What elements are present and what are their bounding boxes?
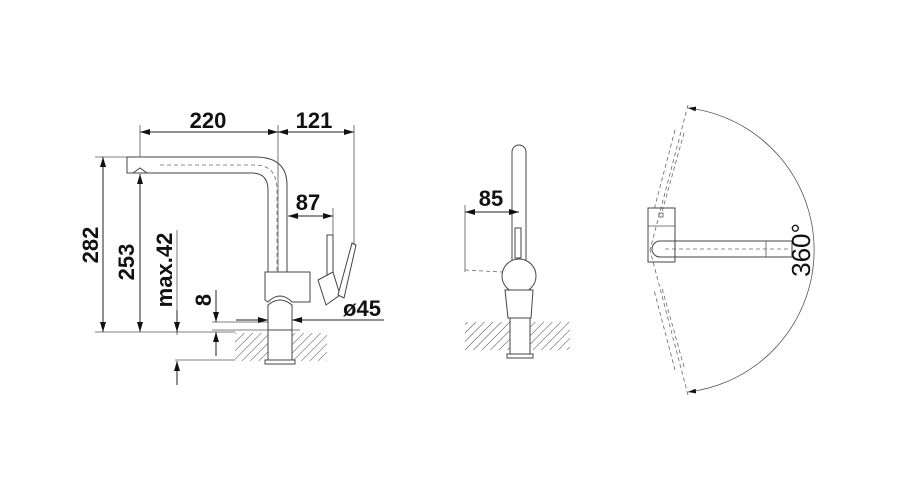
spout xyxy=(126,156,288,273)
top-spout xyxy=(651,240,793,258)
side-lever xyxy=(514,227,522,259)
dim-diameter-45: ø45 xyxy=(343,296,381,321)
faucet-base xyxy=(267,299,293,331)
dim-253: 253 xyxy=(114,244,139,281)
dim-121: 121 xyxy=(296,108,333,133)
side-view: 85 xyxy=(464,144,570,359)
faucet-body xyxy=(264,271,311,303)
shank xyxy=(267,329,293,361)
dim-220: 220 xyxy=(190,108,227,133)
dim-87: 87 xyxy=(296,190,320,215)
rotation-arc xyxy=(687,106,815,394)
side-shank xyxy=(509,317,531,355)
top-body xyxy=(647,207,676,263)
side-body xyxy=(501,258,537,294)
aerator xyxy=(131,167,149,174)
front-view: 220 121 87 282 253 max.42 8 ø45 xyxy=(78,108,384,385)
dim-85: 85 xyxy=(479,186,503,211)
dim-282: 282 xyxy=(78,227,103,264)
rotation-label: 360° xyxy=(786,223,816,277)
dim-8: 8 xyxy=(191,294,216,306)
dim-max-42: max.42 xyxy=(152,233,177,308)
top-view: 360° xyxy=(647,104,816,396)
lever xyxy=(326,234,334,276)
